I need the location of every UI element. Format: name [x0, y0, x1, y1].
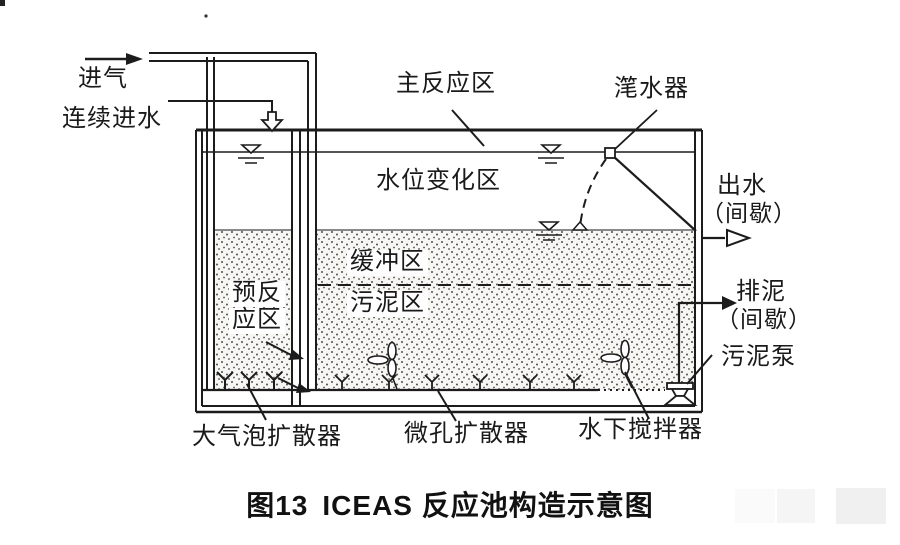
water-level-symbol-left — [238, 144, 264, 164]
decanter-leader-line — [613, 109, 658, 151]
label-effluent-mode: （间歇） — [701, 201, 797, 226]
air-flow-arrowhead — [296, 383, 311, 393]
air-flow-arrow-line — [277, 377, 301, 390]
decanter-foot — [571, 220, 589, 231]
decanter-pivot — [604, 147, 616, 159]
inflow-hollow-arrow — [259, 111, 285, 133]
label-submersible-mixer: 水下搅拌器 — [578, 417, 703, 443]
water-level-symbol-high — [538, 144, 564, 164]
label-sludge-zone: 污泥区 — [347, 290, 428, 317]
label-decanter: 滗水器 — [614, 76, 689, 102]
effluent-outlet-arrow — [702, 228, 752, 248]
label-sludge-discharge: 排泥 — [736, 279, 786, 305]
air-pipe — [149, 52, 317, 390]
label-effluent: 出水 — [717, 173, 767, 199]
fine-diffuser-leader — [437, 390, 457, 422]
label-buffer-zone: 缓冲区 — [347, 249, 428, 276]
label-continuous-inflow: 连续进水 — [62, 106, 162, 132]
water-level-symbol-low — [536, 221, 562, 241]
water-level-symbols — [238, 144, 564, 241]
coarse-bubble-diffusers — [216, 371, 283, 390]
decanter-assembly — [571, 109, 697, 232]
coarse-diffuser-leader — [246, 383, 267, 421]
decanter-arm — [612, 155, 697, 232]
main-reaction-zone-leader — [451, 109, 485, 147]
leader-lines — [246, 109, 713, 422]
submersible-mixer-left — [367, 341, 398, 390]
inflow-line — [168, 100, 285, 133]
label-water-level-variation-zone: 水位变化区 — [376, 168, 501, 194]
pump-leader — [686, 354, 713, 385]
figure-caption: 图13 ICEAS 反应池构造示意图 — [0, 484, 900, 524]
figure-title: ICEAS 反应池构造示意图 — [322, 490, 654, 521]
label-air-inlet: 进气 — [78, 66, 128, 92]
pre-reaction-zone-leader — [265, 341, 294, 357]
label-pre-reaction-zone-line2: 应区 — [229, 307, 285, 334]
label-coarse-bubble-diffuser: 大气泡扩散器 — [192, 424, 342, 450]
pre-reaction-baffle — [291, 130, 301, 406]
tank-shell — [195, 128, 703, 414]
sludge-discharge-pipe — [677, 296, 737, 383]
scan-artifact-corner — [0, 0, 5, 6]
watermark-blocks — [735, 488, 886, 524]
label-sludge-discharge-mode: （间歇） — [716, 307, 812, 332]
sludge-pump-symbol — [662, 382, 698, 406]
label-pre-reaction-zone-line1: 预反 — [229, 280, 285, 307]
label-main-reaction-zone: 主反应区 — [396, 71, 496, 97]
air-inlet-arrow — [85, 53, 143, 65]
label-sludge-pump: 污泥泵 — [721, 344, 796, 370]
scan-artifact-dot — [204, 14, 208, 18]
mixer-leader — [624, 371, 650, 420]
pre-reaction-zone-leader-arrowhead — [289, 349, 304, 360]
fine-pore-diffusers — [334, 374, 582, 390]
label-fine-pore-diffuser: 微孔扩散器 — [404, 421, 529, 447]
figure-number: 图13 — [246, 490, 309, 521]
decanter-travel-arc — [579, 158, 607, 228]
